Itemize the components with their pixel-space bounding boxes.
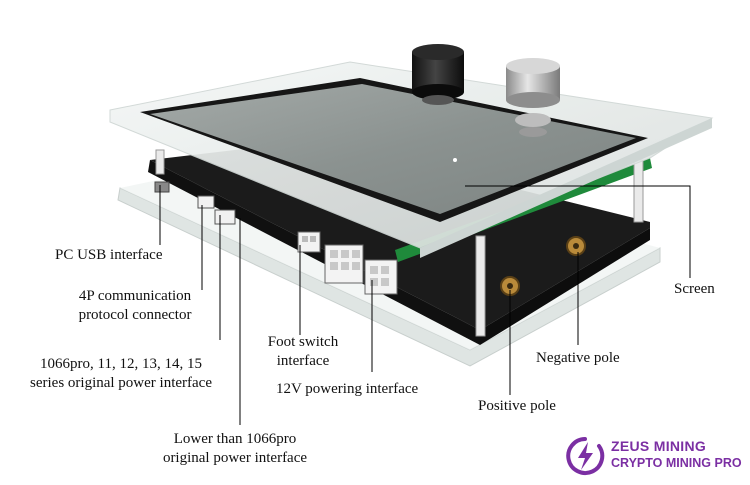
brand-logo: ZEUS MINING CRYPTO MINING PRO bbox=[565, 436, 745, 476]
comm-connector-label-line1: 4P communication bbox=[78, 288, 192, 304]
power-1066-label-line1: 1066pro, 11, 12, 13, 14, 15 bbox=[40, 356, 202, 372]
foot-switch-label: Foot switch interface bbox=[253, 333, 353, 371]
12v-powering-label: 12V powering interface bbox=[276, 381, 419, 397]
positive-pole-label: Positive pole bbox=[478, 398, 556, 414]
comm-connector-label-line2: protocol connector bbox=[78, 307, 192, 323]
lightning-logo-icon bbox=[566, 437, 605, 475]
comm-connector bbox=[197, 195, 215, 209]
foot-switch-connector bbox=[297, 231, 321, 253]
negative-pole-label: Negative pole bbox=[536, 350, 620, 366]
usb-connector bbox=[154, 181, 170, 193]
power-1066-label: 1066pro, 11, 12, 13, 14, 15 series origi… bbox=[2, 355, 240, 393]
foot-switch-label-line1: Foot switch bbox=[267, 334, 339, 350]
lower-than-1066pro-label-line2: original power interface bbox=[162, 450, 308, 466]
brand-name: ZEUS MINING bbox=[611, 438, 707, 454]
comm-connector-label: 4P communication protocol connector bbox=[60, 287, 210, 325]
silver-knob bbox=[506, 58, 560, 137]
usb-interface-label: PC USB interface bbox=[55, 247, 163, 263]
brand-tagline: CRYPTO MINING PRO bbox=[611, 456, 742, 470]
lower-than-1066pro-label-line1: Lower than 1066pro bbox=[173, 431, 297, 447]
black-knob bbox=[412, 44, 464, 105]
callout-lines bbox=[159, 185, 691, 425]
negative-terminal bbox=[566, 236, 586, 256]
screen-label: Screen bbox=[674, 281, 715, 297]
foot-switch-label-line2: interface bbox=[276, 353, 330, 369]
12v-connector bbox=[324, 244, 398, 295]
lower-than-1066pro-label: Lower than 1066pro original power interf… bbox=[140, 430, 330, 468]
power-1066-label-line2: series original power interface bbox=[30, 375, 212, 391]
power-connector-1066 bbox=[214, 209, 236, 225]
